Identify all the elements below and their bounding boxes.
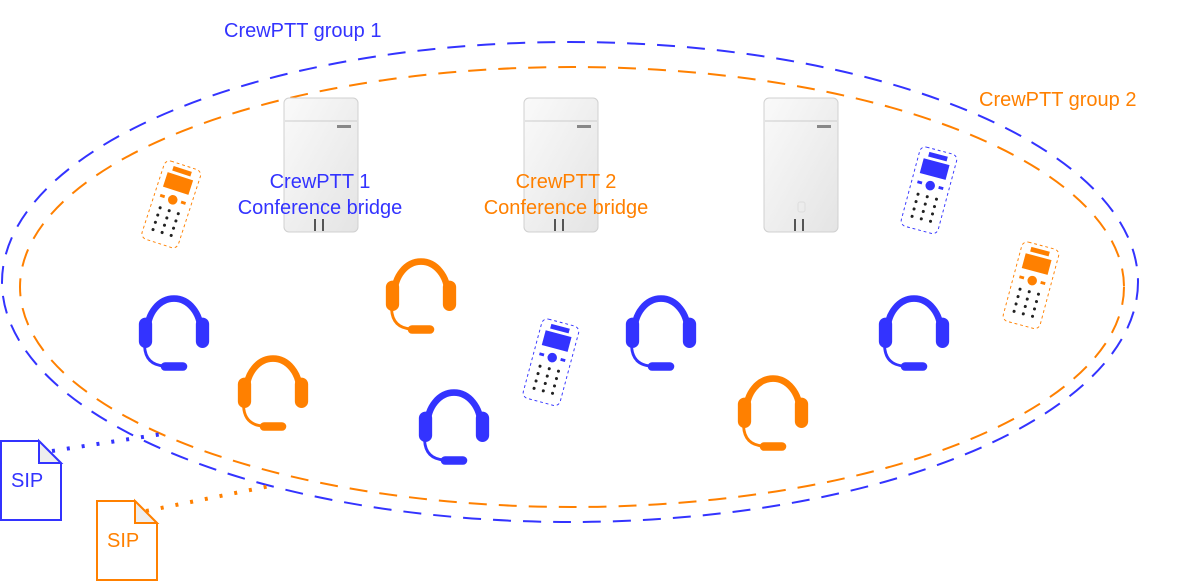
group1-boundary [1,41,1139,523]
headset-icon-blue-3 [626,299,696,371]
headset-icon-orange-2 [238,359,308,431]
handset-icon-orange-1 [139,158,203,250]
bridge1-label: CrewPTT 1 Conference bridge [210,169,430,221]
group1-label: CrewPTT group 1 [224,20,382,42]
group2-boundary [19,66,1125,508]
sip-link-orange [145,483,276,513]
group2-label: CrewPTT group 2 [979,89,1137,111]
sip-document-icon-orange [96,498,160,581]
headset-icon-blue-1 [139,299,209,371]
headset-icon-blue-4 [879,299,949,371]
sip-label-blue: SIP [11,470,44,492]
bridge1-title: CrewPTT 1 [269,171,371,193]
headset-icon-orange-1 [386,262,456,334]
base-station-3 [763,97,839,233]
handset-icon-blue-2 [521,317,581,408]
headset-icon-orange-3 [738,379,808,451]
bridge1-subtitle: Conference bridge [237,197,403,219]
handset-icon-blue-1 [899,145,959,236]
bridge2-subtitle: Conference bridge [483,197,649,219]
handset-icon-orange-2 [1001,240,1061,331]
sip-label-orange: SIP [107,530,140,552]
sip-link-blue [51,432,163,453]
bridge2-label: CrewPTT 2 Conference bridge [456,169,676,221]
sip-document-icon-blue [0,438,64,521]
headset-icon-blue-2 [419,393,489,465]
bridge2-title: CrewPTT 2 [515,171,617,193]
